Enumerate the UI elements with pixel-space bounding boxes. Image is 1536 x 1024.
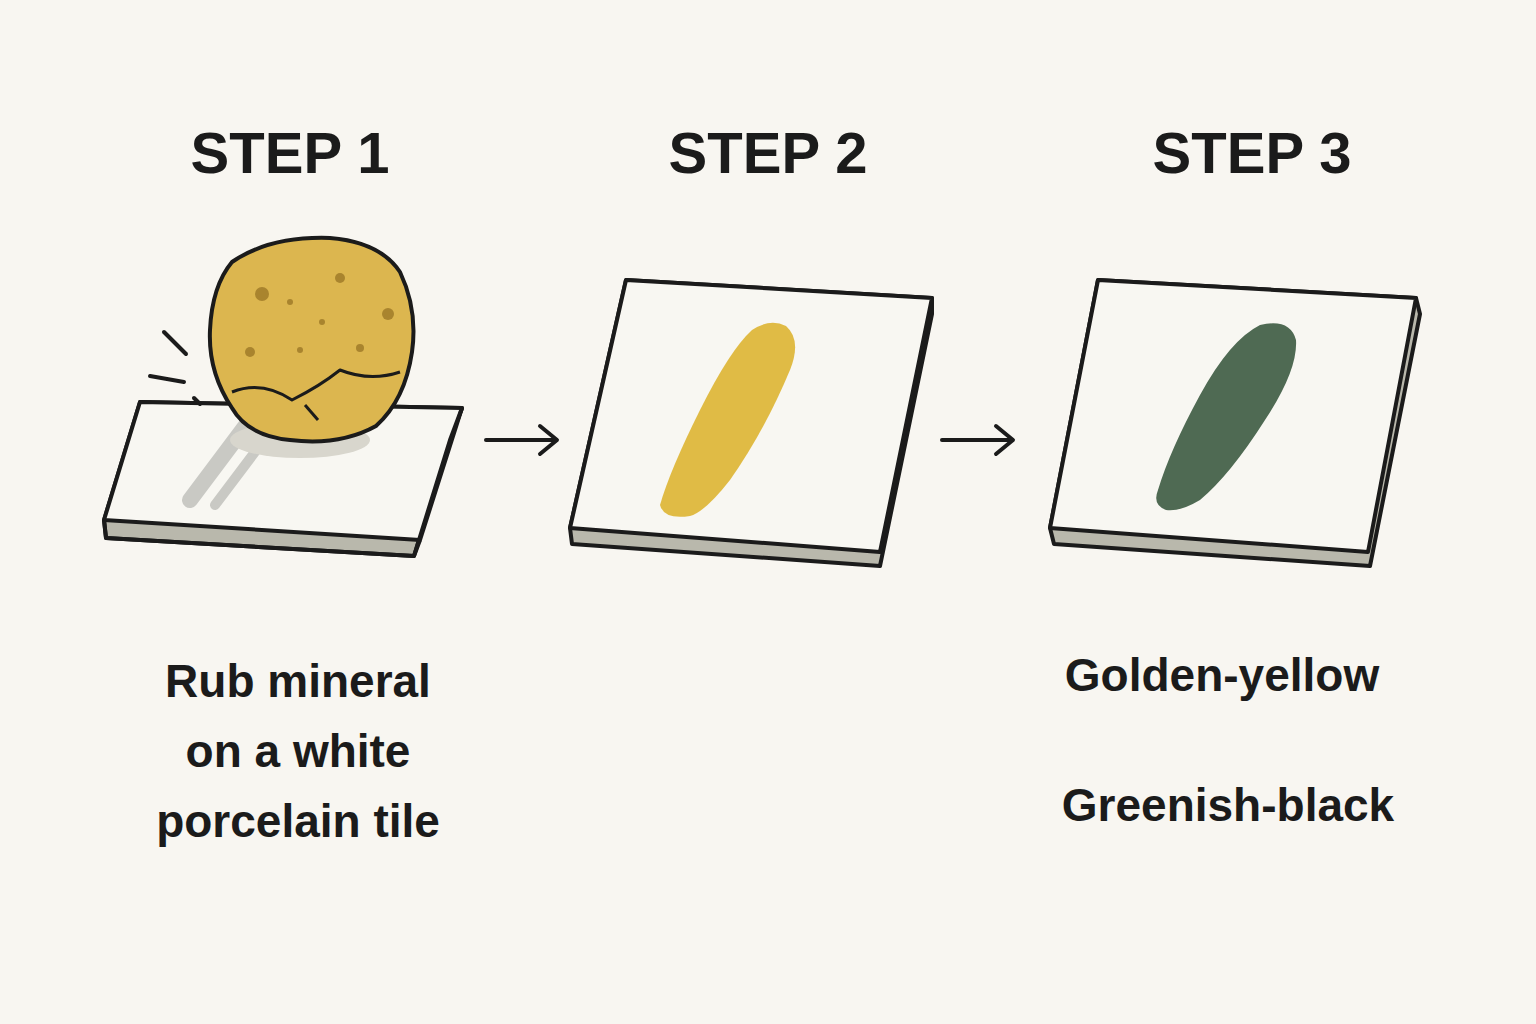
mineral-rock (210, 238, 414, 442)
tile-2 (570, 280, 932, 566)
instruction-text: Rub mineral on a white porcelain tile (133, 646, 463, 856)
tile-3 (1050, 280, 1420, 566)
step-heading: STEP 1 (110, 118, 470, 188)
greenish-black-streak (1156, 323, 1296, 510)
step-heading: STEP 3 (1072, 118, 1432, 188)
streak-colour-label: Greenish-black (1008, 778, 1448, 833)
flow-arrow (942, 426, 1013, 454)
flow-arrow (486, 426, 557, 454)
impact-lines (150, 332, 200, 404)
step-heading: STEP 2 (588, 118, 948, 188)
streak-colour-label: Golden-yellow (1002, 648, 1442, 703)
yellow-streak (660, 323, 795, 517)
